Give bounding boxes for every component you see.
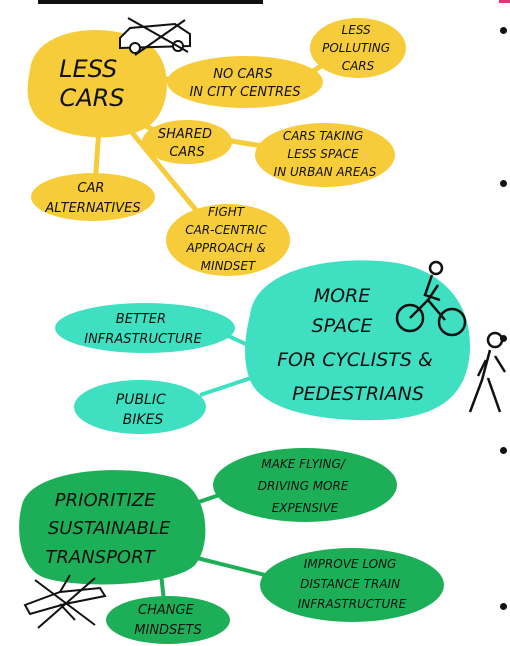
label-line: MINDSET [201, 259, 257, 273]
less-cars-main-blob [27, 30, 167, 138]
label-line: IN CITY CENTRES [189, 85, 300, 100]
label-line: CARS [59, 84, 124, 112]
no-cars-label: NO CARS IN CITY CENTRES [189, 67, 300, 100]
label-line: SHARED [158, 127, 212, 142]
car-alternatives-label: CAR ALTERNATIVES [44, 181, 140, 216]
improve-train-blob [260, 548, 444, 622]
label-line: NO CARS [213, 67, 272, 82]
top-border-line [38, 0, 263, 4]
more-space-main-blob [245, 260, 470, 421]
better-infrastructure-label: BETTER INFRASTRUCTURE [84, 312, 202, 347]
label-line: PEDESTRIANS [292, 383, 424, 405]
label-line: CARS [169, 145, 204, 160]
label-line: EXPENSIVE [272, 501, 339, 515]
label-line: IMPROVE LONG [304, 557, 397, 571]
more-space-main-label: MORE SPACE FOR CYCLISTS & PEDESTRIANS [277, 285, 439, 405]
label-line: SPACE [312, 315, 373, 337]
label-line: INFRASTRUCTURE [84, 332, 202, 347]
label-line: TRANSPORT [45, 547, 156, 568]
public-bikes-blob [74, 380, 206, 434]
label-line: LESS SPACE [287, 147, 359, 161]
less-polluting-blob [310, 18, 406, 78]
car-alternatives-blob [31, 173, 155, 221]
accent-mark [499, 0, 510, 3]
label-line: PUBLIC [116, 392, 166, 408]
label-line: ALTERNATIVES [44, 201, 140, 216]
label-line: DISTANCE TRAIN [300, 577, 400, 591]
label-line: INFRASTRUCTURE [298, 597, 407, 611]
label-line: BETTER [116, 312, 166, 327]
bullet-point [500, 180, 507, 187]
label-line: MORE [314, 285, 371, 307]
make-flying-blob [213, 448, 397, 522]
less-cars-main-label: LESS CARS [59, 55, 125, 112]
fight-label: FIGHT CAR-CENTRIC APPROACH & MINDSET [185, 205, 271, 273]
label-line: LESS [59, 55, 117, 83]
label-line: POLLUTING [322, 41, 390, 55]
pedestrian-icon [468, 331, 507, 413]
label-line: FIGHT [208, 205, 246, 219]
label-line: SUSTAINABLE [48, 518, 171, 539]
fight-blob [166, 204, 290, 276]
better-infrastructure-blob [55, 303, 235, 353]
label-line: CARS [342, 59, 375, 73]
shared-cars-label: SHARED CARS [158, 127, 216, 160]
less-space-blob [255, 123, 395, 187]
label-line: CAR-CENTRIC [185, 223, 267, 237]
bullet-point [500, 335, 507, 342]
bullet-point [500, 447, 507, 454]
label-line: FOR CYCLISTS & [277, 349, 433, 371]
shared-cars-blob [142, 120, 232, 164]
sustainable-main-label: PRIORITIZE SUSTAINABLE TRANSPORT [45, 490, 176, 568]
cyclist-icon [395, 260, 467, 337]
sustainable-main-blob [19, 470, 206, 585]
label-line: CARS TAKING [283, 129, 363, 143]
label-line: CHANGE [138, 603, 195, 618]
bullet-point [500, 27, 507, 34]
label-line: DRIVING MORE [258, 479, 349, 493]
less-polluting-label: LESS POLLUTING CARS [322, 23, 394, 73]
label-line: BIKES [123, 412, 164, 428]
label-line: CAR [77, 181, 104, 196]
no-cars-blob [167, 56, 323, 108]
change-mindsets-blob [106, 596, 230, 644]
improve-train-label: IMPROVE LONG DISTANCE TRAIN INFRASTRUCTU… [298, 557, 407, 611]
change-mindsets-label: CHANGE MINDSETS [134, 603, 201, 638]
label-line: PRIORITIZE [55, 490, 156, 511]
crossed-out-car-icon [119, 17, 191, 56]
public-bikes-label: PUBLIC BIKES [116, 392, 170, 428]
make-flying-label: MAKE FLYING/ DRIVING MORE EXPENSIVE [258, 457, 353, 515]
bullet-point [500, 603, 507, 610]
label-line: LESS [342, 23, 371, 37]
less-space-label: CARS TAKING LESS SPACE IN URBAN AREAS [274, 129, 377, 179]
crossed-out-plane-icon [23, 574, 107, 629]
label-line: MINDSETS [134, 623, 201, 638]
label-line: IN URBAN AREAS [274, 165, 377, 179]
label-line: APPROACH & [185, 241, 265, 255]
label-line: MAKE FLYING/ [261, 457, 346, 471]
